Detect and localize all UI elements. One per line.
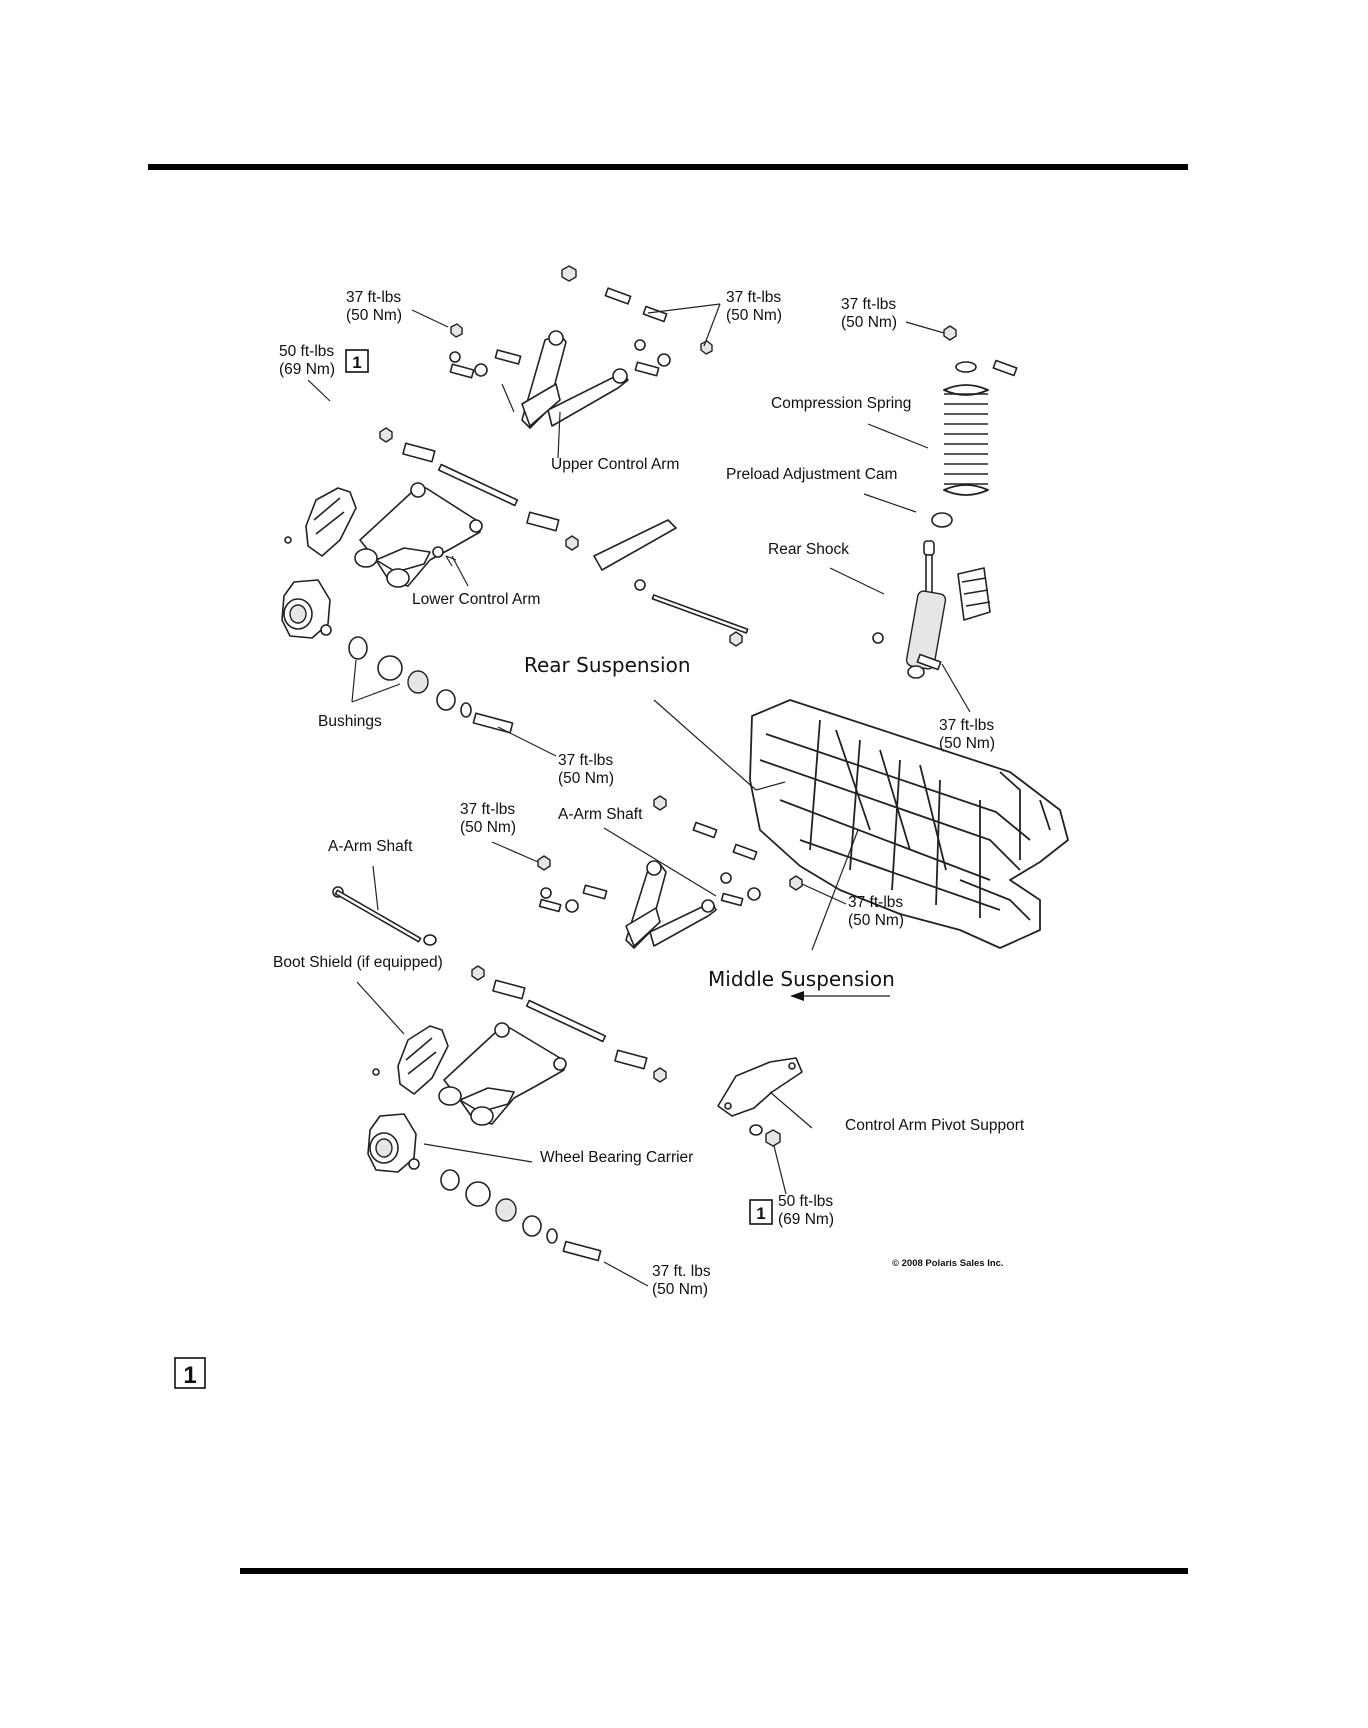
rear-a-arm-shaft (379, 427, 579, 551)
rear-upper-hardware (449, 265, 713, 379)
label-lower-control-arm: Lower Control Arm (412, 591, 540, 608)
label-middle-suspension: Middle Suspension (708, 967, 895, 991)
label-upper-right-torque-1: 37 ft-lbs (726, 289, 781, 306)
label-upper-right-torque-2: (50 Nm) (726, 307, 782, 324)
label-knuckle-nut-torque-2: (69 Nm) (279, 361, 335, 378)
label-pivot-support-torque-1: 50 ft-lbs (778, 1193, 833, 1210)
label-copyright: © 2008 Polaris Sales Inc. (892, 1258, 1004, 1269)
label-shock-bottom-torque-2: (50 Nm) (939, 735, 995, 752)
leader-lines (307, 303, 971, 1287)
header-rule (148, 164, 1188, 170)
label-shock-top-torque-2: (50 Nm) (841, 314, 897, 331)
middle-upper-control-arm (625, 860, 717, 949)
label-bottom-torque-2: (50 Nm) (652, 1281, 708, 1298)
note-callout-knuckle: 1 (345, 349, 369, 373)
rear-upper-control-arm (521, 330, 629, 429)
label-middle-nut-torque-1: 37 ft-lbs (460, 801, 515, 818)
vehicle-frame (749, 699, 1069, 949)
label-upper-torque-1: 37 ft-lbs (346, 289, 401, 306)
middle-upper-hardware (537, 795, 803, 913)
footnote-callout-number: 1 (183, 1362, 196, 1389)
middle-bushing-stack (440, 1169, 602, 1262)
rear-wheel-bearing-carrier (281, 579, 332, 639)
label-rear-suspension: Rear Suspension (524, 653, 691, 677)
label-middle-nut-torque-2: (50 Nm) (460, 819, 516, 836)
labels: 37 ft-lbs (50 Nm) 37 ft-lbs (50 Nm) 37 f… (273, 289, 1025, 1298)
label-control-arm-pivot-support: Control Arm Pivot Support (845, 1117, 1025, 1134)
rear-pivot-bar (593, 519, 677, 571)
middle-boot-shield (372, 1025, 449, 1095)
label-pivot-support-torque-2: (69 Nm) (778, 1211, 834, 1228)
label-upper-torque-2: (50 Nm) (346, 307, 402, 324)
note-callout-knuckle-number: 1 (352, 353, 361, 372)
middle-suspension-arrow (790, 991, 890, 1001)
label-bushing-bolt-torque-1: 37 ft-lbs (558, 752, 613, 769)
label-preload-adjustment-cam: Preload Adjustment Cam (726, 466, 897, 483)
label-compression-spring: Compression Spring (771, 395, 911, 412)
label-middle-frame-torque-2: (50 Nm) (848, 912, 904, 929)
label-middle-frame-torque-1: 37 ft-lbs (848, 894, 903, 911)
label-bottom-torque-1: 37 ft. lbs (652, 1263, 711, 1280)
rear-lower-bolt (634, 579, 749, 647)
rear-lower-control-arm (354, 482, 483, 588)
label-bushings: Bushings (318, 713, 382, 730)
middle-wheel-bearing-carrier (367, 1113, 420, 1173)
label-shock-top-torque-1: 37 ft-lbs (841, 296, 896, 313)
note-callout-pivot-number: 1 (756, 1204, 765, 1223)
middle-a-arm-shaft-left (332, 886, 437, 946)
rear-boot-shield (284, 487, 357, 557)
label-upper-control-arm: Upper Control Arm (551, 456, 679, 473)
label-knuckle-nut-torque-1: 50 ft-lbs (279, 343, 334, 360)
note-callout-pivot: 1 (749, 1199, 773, 1225)
label-a-arm-shaft-left: A-Arm Shaft (328, 838, 413, 855)
rear-bushing-stack (348, 636, 514, 734)
label-boot-shield: Boot Shield (if equipped) (273, 954, 443, 971)
label-rear-shock: Rear Shock (768, 541, 849, 558)
footnote-callout: 1 (174, 1357, 206, 1389)
footer-rule (240, 1568, 1188, 1574)
label-wheel-bearing-carrier: Wheel Bearing Carrier (540, 1149, 693, 1166)
control-arm-pivot-support-part (717, 1057, 803, 1147)
label-bushing-bolt-torque-2: (50 Nm) (558, 770, 614, 787)
middle-lower-control-arm (438, 1022, 567, 1126)
middle-a-arm-shaft (471, 965, 667, 1083)
label-a-arm-shaft-middle: A-Arm Shaft (558, 806, 643, 823)
rear-shock-assembly (872, 325, 1018, 679)
label-shock-bottom-torque-1: 37 ft-lbs (939, 717, 994, 734)
